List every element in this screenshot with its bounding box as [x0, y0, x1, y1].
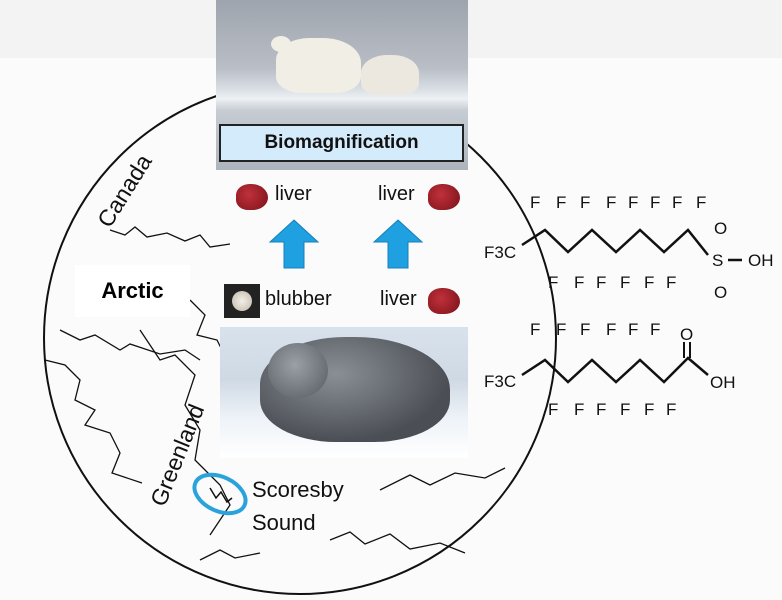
- fluorine-atom: F: [530, 193, 540, 212]
- svg-text:OH: OH: [748, 251, 774, 270]
- fluorine-atom: F: [650, 193, 660, 212]
- coastlines: [44, 226, 506, 561]
- svg-text:S: S: [712, 251, 723, 270]
- fluorine-atom: F: [606, 320, 616, 339]
- up-arrow-icon: [268, 219, 320, 269]
- blubber-icon: [224, 284, 260, 318]
- cf3-group: F3C: [484, 243, 516, 262]
- liver-label: liver: [380, 288, 417, 310]
- arctic-label: Arctic: [75, 265, 190, 317]
- fluorine-atom: F: [620, 400, 630, 419]
- fluorine-atom: F: [606, 193, 616, 212]
- svg-text:O: O: [714, 219, 727, 238]
- fluorine-atom: F: [644, 273, 654, 292]
- liver-icon: [236, 184, 268, 210]
- fluorine-atom: F: [696, 193, 706, 212]
- fluorine-atom: F: [644, 400, 654, 419]
- fluorine-atom: F: [530, 320, 540, 339]
- seal-photo: [220, 327, 468, 458]
- fluorine-atom: F: [628, 320, 638, 339]
- svg-text:OH: OH: [710, 373, 736, 392]
- fluorine-atom: F: [666, 273, 676, 292]
- sound-label: Sound: [252, 510, 316, 535]
- fluorine-atom: F: [548, 273, 558, 292]
- fluorine-atom: F: [672, 193, 682, 212]
- biomagnification-title: Biomagnification: [219, 124, 464, 162]
- liver-label: liver: [378, 183, 415, 205]
- fluorine-atom: F: [574, 400, 584, 419]
- blubber-label: blubber: [265, 288, 332, 310]
- svg-text:O: O: [680, 325, 693, 344]
- fluorine-atom: F: [596, 273, 606, 292]
- liver-icon: [428, 184, 460, 210]
- liver-icon: [428, 288, 460, 314]
- liver-label: liver: [275, 183, 312, 205]
- scoresby-label: Scoresby: [252, 477, 344, 502]
- fluorine-atom: F: [556, 320, 566, 339]
- fluorine-atom: F: [666, 400, 676, 419]
- cf3-group: F3C: [484, 372, 516, 391]
- fluorine-atom: F: [620, 273, 630, 292]
- fluorine-atom: F: [628, 193, 638, 212]
- scoresby-highlight-ellipse: [192, 472, 248, 516]
- fluorine-atom: F: [580, 320, 590, 339]
- fluorine-atom: F: [556, 193, 566, 212]
- fluorine-atom: F: [650, 320, 660, 339]
- fluorine-atom: F: [580, 193, 590, 212]
- up-arrow-icon: [372, 219, 424, 269]
- fluorine-atom: F: [574, 273, 584, 292]
- fluorine-atom: F: [596, 400, 606, 419]
- svg-text:O: O: [714, 283, 727, 302]
- fluorine-atom: F: [548, 400, 558, 419]
